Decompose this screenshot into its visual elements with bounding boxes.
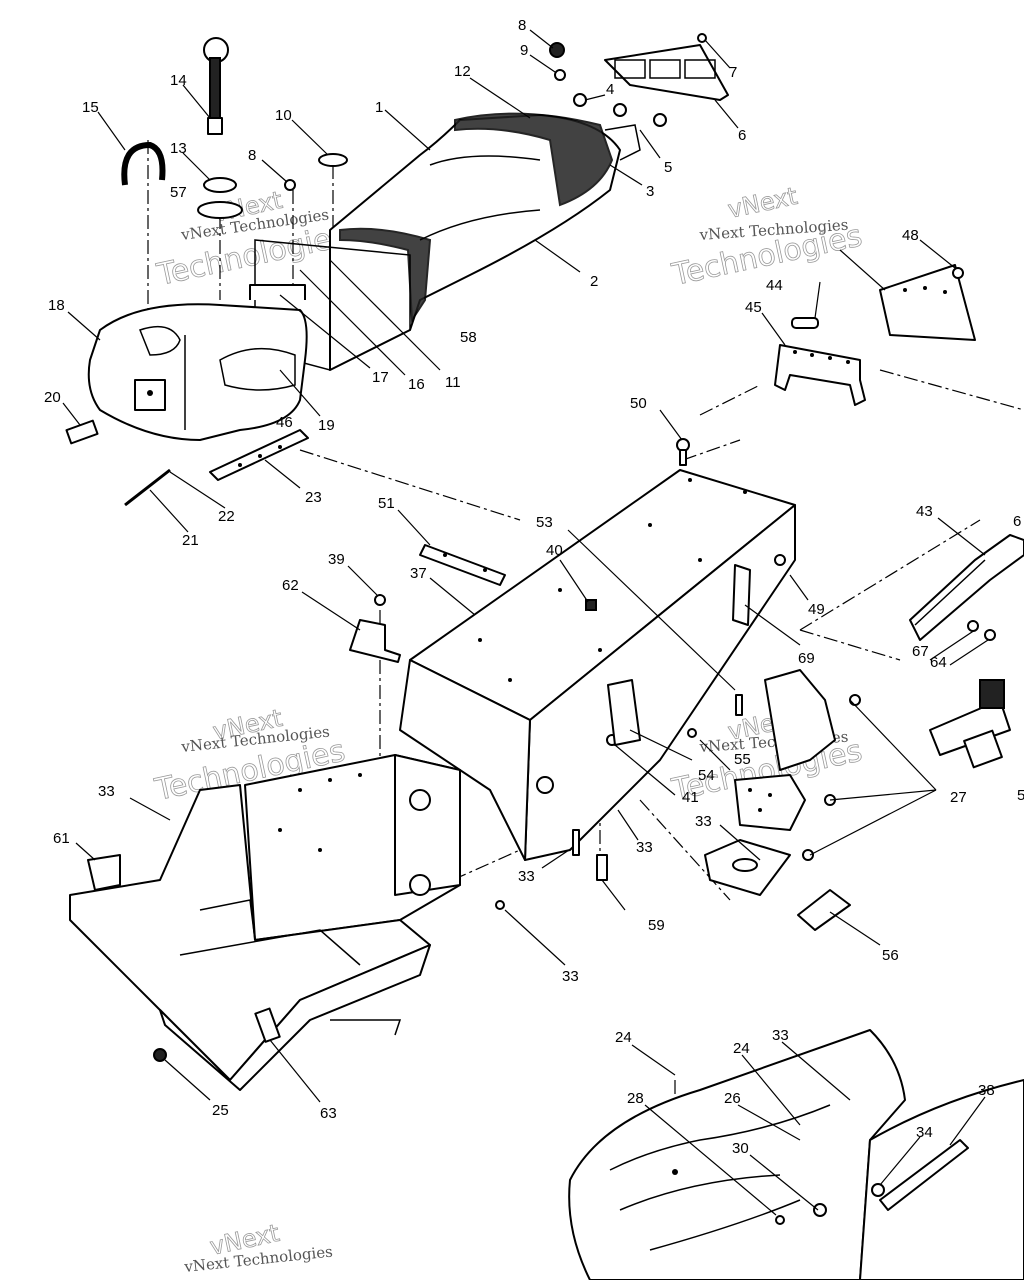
callout-30: 30: [732, 1140, 749, 1157]
callout-54: 54: [698, 767, 715, 784]
watermark-brand: vNext: [725, 182, 799, 224]
callout-11: 11: [445, 374, 461, 391]
callout-61: 61: [53, 830, 70, 847]
callout-33: 33: [562, 968, 579, 985]
callout-14: 14: [170, 72, 187, 89]
callout-8: 8: [518, 17, 526, 34]
callout-34: 34: [916, 1124, 933, 1141]
callout-39: 39: [328, 551, 345, 568]
fuel-tank: [87, 303, 308, 441]
brackets-middle: [87, 438, 851, 931]
callout-24: 24: [615, 1029, 632, 1046]
callout-69: 69: [798, 650, 815, 667]
callout-37: 37: [410, 565, 427, 582]
callout-51: 51: [378, 495, 395, 512]
seat-assembly: [254, 112, 641, 371]
callout-24: 24: [733, 1040, 750, 1057]
callout-5-edge: 5: [1017, 787, 1024, 804]
callout-21: 21: [182, 532, 199, 549]
callout-8: 8: [248, 147, 256, 164]
callout-45: 45: [745, 299, 762, 316]
callout-18: 18: [48, 297, 65, 314]
callout-6: 6: [738, 127, 746, 144]
leader-lines: [62, 29, 989, 1216]
callout-56: 56: [882, 947, 899, 964]
callout-23: 23: [305, 489, 322, 506]
callout-28: 28: [627, 1090, 644, 1107]
rear-bumper-and-brackets: [687, 534, 1024, 896]
callout-41: 41: [682, 789, 699, 806]
callout-labels: 1 2 3 4 5 6 7 8 8 9 10 11 12 13 14 15 16…: [44, 17, 1024, 1157]
callout-17: 17: [372, 369, 389, 386]
callout-33: 33: [636, 839, 653, 856]
callout-27: 27: [950, 789, 967, 806]
callout-40: 40: [546, 542, 563, 559]
front-bulkhead: [69, 754, 461, 1091]
callout-33: 33: [772, 1027, 789, 1044]
callout-2: 2: [590, 273, 598, 290]
callout-50: 50: [630, 395, 647, 412]
tail-light-lens: [604, 33, 729, 101]
callout-26: 26: [724, 1090, 741, 1107]
callout-38: 38: [978, 1082, 995, 1099]
callout-9: 9: [520, 42, 528, 59]
callout-48: 48: [902, 227, 919, 244]
callout-5: 5: [664, 159, 672, 176]
callout-46: 46: [276, 414, 293, 431]
callout-53: 53: [536, 514, 553, 531]
callout-20: 20: [44, 389, 61, 406]
callout-58: 58: [460, 329, 477, 346]
callout-16: 16: [408, 376, 425, 393]
callout-33: 33: [98, 783, 115, 800]
callout-43: 43: [916, 503, 933, 520]
right-upper-parts: [774, 264, 976, 406]
callout-67: 67: [912, 643, 929, 660]
callout-33: 33: [518, 868, 535, 885]
callout-19: 19: [318, 417, 335, 434]
callout-64: 64: [930, 654, 947, 671]
callout-6-edge: 6: [1013, 513, 1021, 530]
callout-55: 55: [734, 751, 751, 768]
chassis-tunnel: [399, 469, 796, 861]
callout-57: 57: [170, 184, 187, 201]
callout-33: 33: [695, 813, 712, 830]
callout-4: 4: [606, 81, 614, 98]
small-fittings-top-left: [65, 37, 667, 507]
callout-49: 49: [808, 601, 825, 618]
hood-assembly: [568, 1029, 1024, 1280]
callout-63: 63: [320, 1105, 337, 1122]
callout-59: 59: [648, 917, 665, 934]
callout-44: 44: [766, 277, 783, 294]
callout-15: 15: [82, 99, 99, 116]
callout-1: 1: [375, 99, 383, 116]
callout-3: 3: [646, 183, 654, 200]
callout-62: 62: [282, 577, 299, 594]
callout-13: 13: [170, 140, 187, 157]
callout-22: 22: [218, 508, 235, 525]
callout-25: 25: [212, 1102, 229, 1119]
callout-10: 10: [275, 107, 292, 124]
callout-7: 7: [729, 64, 737, 81]
callout-12: 12: [454, 63, 471, 80]
